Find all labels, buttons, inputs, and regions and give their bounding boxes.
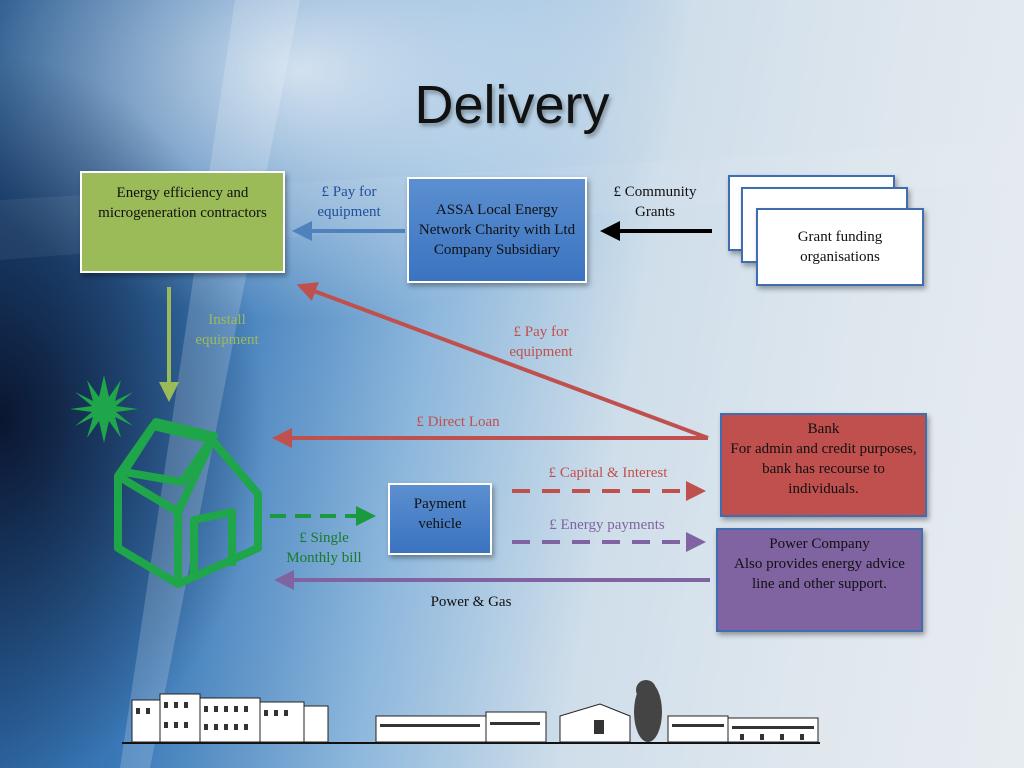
- bank-text: Bank For admin and credit purposes, bank…: [730, 421, 917, 497]
- label-pay-for-equipment-red: £ Pay for equipment: [509, 324, 573, 360]
- grant-funding-text: Grant funding organisations: [797, 229, 883, 265]
- house-icon: [114, 418, 262, 588]
- label-power-gas: Power & Gas: [430, 594, 512, 610]
- label-capital-interest: £ Capital & Interest: [548, 465, 668, 481]
- power-company-text: Power Company Also provides energy advic…: [734, 536, 905, 592]
- slide-title: Delivery: [414, 75, 610, 135]
- payment-vehicle-box: Payment vehicle: [388, 483, 492, 555]
- grant-funding-box: Grant funding organisations: [756, 208, 924, 286]
- contractors-text: Energy efficiency and microgeneration co…: [98, 185, 267, 221]
- power-company-box: Power Company Also provides energy advic…: [716, 528, 923, 632]
- label-single-monthly-bill: £ Single Monthly bill: [286, 530, 362, 566]
- label-energy-payments: £ Energy payments: [549, 517, 665, 533]
- payment-vehicle-text: Payment vehicle: [413, 496, 467, 532]
- contractors-box: Energy efficiency and microgeneration co…: [80, 171, 285, 273]
- label-direct-loan: £ Direct Loan: [416, 414, 500, 430]
- charity-text: ASSA Local Energy Network Charity with L…: [418, 202, 576, 258]
- label-pay-for-equipment-blue: £ Pay for equipment: [317, 184, 381, 220]
- bank-box: Bank For admin and credit purposes, bank…: [720, 413, 927, 517]
- label-community-grants: £ Community Grants: [613, 184, 697, 220]
- sun-icon: [70, 375, 138, 443]
- arrow-bank-to-contractors: [296, 282, 709, 440]
- charity-box: ASSA Local Energy Network Charity with L…: [407, 177, 587, 283]
- buildings-skyline: [122, 680, 820, 744]
- label-install-equipment: Install equipment: [195, 312, 259, 348]
